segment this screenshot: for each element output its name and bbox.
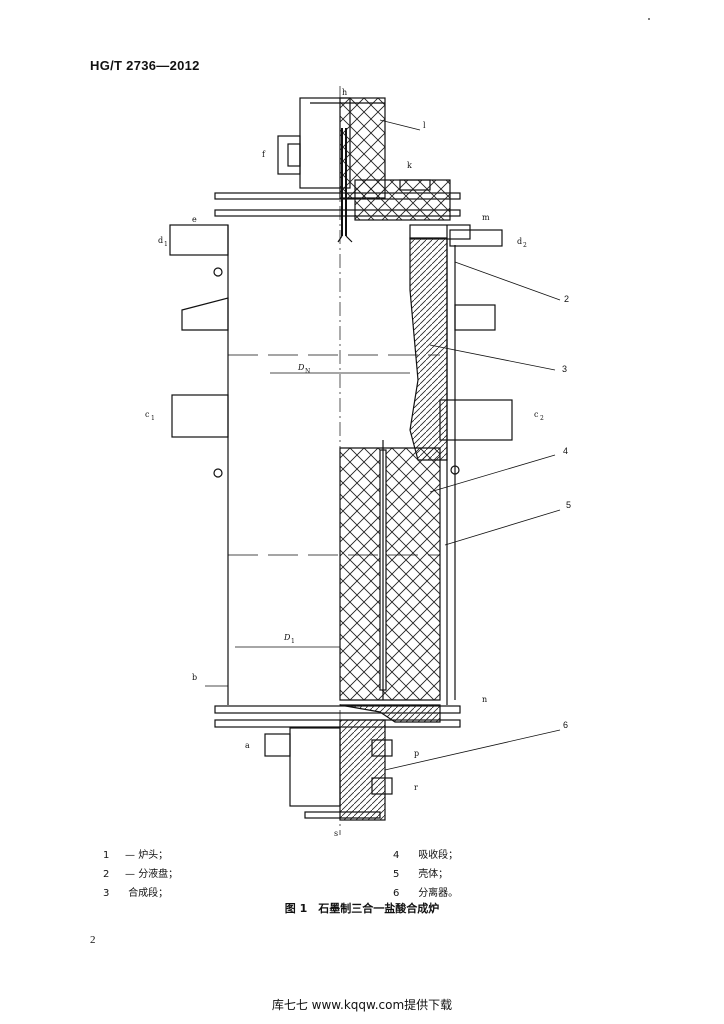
legend-item-4: 4 吸收段； [393,850,459,861]
callout-2: 2 [564,294,569,304]
label-s: s [334,829,338,838]
label-DN: D [297,363,305,372]
label-l: l [423,121,426,130]
label-r: r [414,783,418,792]
label-p: p [414,749,419,758]
figure-caption: 图 1 石墨制三合一盐酸合成炉 [284,902,440,915]
bottom-separator [214,704,461,821]
callout-4: 4 [563,446,568,456]
label-n: n [482,695,487,704]
callout-5: 5 [566,500,571,510]
label-c2-sub: 2 [540,415,544,422]
top-flange [214,179,503,247]
label-d1-sub: 1 [164,241,168,248]
legend-item-6: 6 分离器。 [393,888,459,899]
label-D1: D [283,633,291,642]
page-number: 2 [90,934,96,946]
legend-item-2: 2— 分液盘； [103,869,179,880]
download-footer: 库七七 www.kqqw.com提供下载 [271,998,453,1012]
callout-3: 3 [562,364,567,374]
legend-item-5: 5 壳体； [393,869,449,880]
scan-dot [648,18,650,20]
label-m: m [482,213,490,222]
label-b: b [192,673,197,682]
label-f: f [262,150,266,159]
legend-item-3: 3 合成段； [103,888,169,899]
label-c1: c [145,410,150,419]
label-a: a [245,741,250,750]
label-DN-sub: N [305,368,310,375]
callout-6: 6 [563,720,568,730]
label-c1-sub: 1 [151,415,155,422]
label-d2-sub: 2 [523,242,527,249]
label-D1-sub: 1 [291,638,295,645]
label-h: h [342,88,347,97]
absorption-section [339,447,441,701]
label-c2: c [534,410,539,419]
label-e: e [192,215,197,224]
label-d2: d [517,237,522,246]
legend-item-1: 1— 炉头； [103,850,169,861]
synthesis-section [409,237,448,461]
label-d1: d [158,236,163,245]
drawing-letters: h l f k m e d 1 d 2 c 1 c 2 D N D 1 b n … [145,88,571,838]
label-k: k [407,161,412,170]
standard-code-header: HG/T 2736—2012 [90,58,200,73]
